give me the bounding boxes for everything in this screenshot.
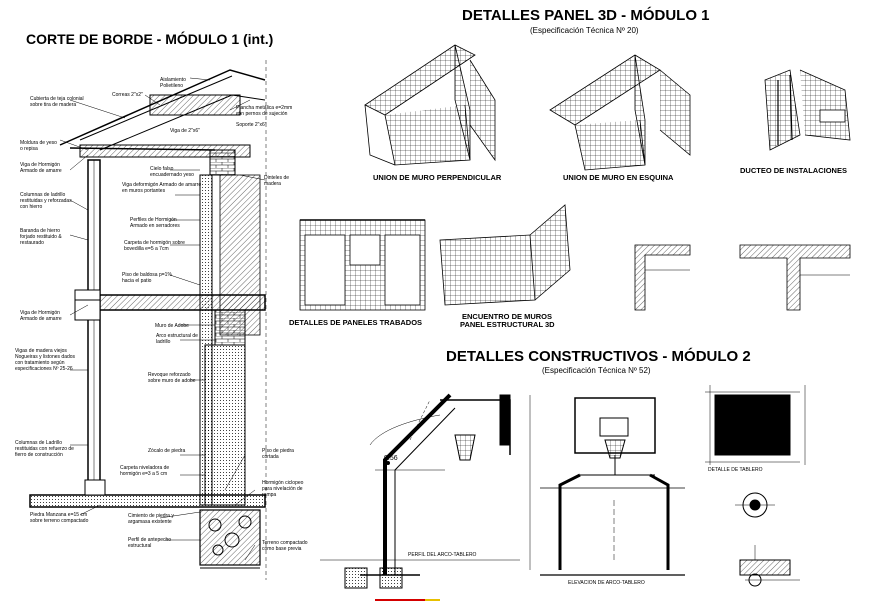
label-zocalo: Zócalo de piedra (148, 448, 186, 454)
label-carpeta: Carpeta de hormigón sobre bovedilla e=5 … (124, 240, 185, 252)
label-perfil-antepecho: Perfil de antepecho estructural (128, 537, 172, 549)
caption-encuentro-1: ENCUENTRO DE MUROS (462, 312, 553, 321)
constructivos-title: DETALLES CONSTRUCTIVOS - MÓDULO 2 (446, 348, 751, 365)
label-revoque: Revoque reforzado sobre muro de adobe (148, 372, 196, 384)
label-cielo-falso: Cielo falso encuadernado yeso (150, 166, 194, 178)
corte-de-borde-drawing (29, 60, 267, 580)
label-plancha: Plancha metálica e=2mm con pernos de suj… (236, 105, 293, 117)
caption-detalle-tablero: DETALLE DE TABLERO (708, 467, 763, 473)
label-columnas-2: Columnas de Ladrillo restituidas con ref… (15, 440, 74, 458)
caption-paneles-trabados: DETALLES DE PANELES TRABADOS (289, 318, 423, 327)
dimension-label: 0.56 (384, 455, 398, 462)
arco-tablero-perfil-drawing (320, 393, 520, 601)
panel-3d-title: DETALLES PANEL 3D - MÓDULO 1 (462, 7, 710, 24)
label-arco-estructural: Arco estructural de ladrillo (156, 333, 198, 345)
label-columnas-1: Columnas de ladrillo restituidas y refor… (20, 192, 72, 210)
caption-union-esquina: UNION DE MURO EN ESQUINA (563, 173, 674, 182)
label-viga-hormigon-2: Viga de Hormigón Armado de amarre (20, 310, 62, 322)
detalle-tablero-drawing (705, 385, 806, 587)
label-terreno: Terreno compactado como base previa (262, 540, 308, 552)
label-baranda: Baranda de hierro forjado restituido & r… (20, 228, 62, 246)
constructivos-spec: (Especificación Técnica Nº 52) (542, 366, 651, 375)
caption-encuentro-2: PANEL ESTRUCTURAL 3D (460, 320, 555, 329)
label-correas: Correas 2"x2" (112, 92, 143, 98)
label-cimiento: Cimiento de piedra y argamasa existente (128, 513, 174, 525)
arco-tablero-elevacion-drawing (529, 395, 685, 576)
caption-ducteo: DUCTEO DE INSTALACIONES (740, 166, 847, 175)
label-viga-hormigon-1: Viga de Hormigón Armado de amarre (20, 162, 62, 174)
label-perfiles: Perfiles de Hormigón Armado en serradore… (130, 217, 180, 229)
label-piso-baldosa: Piso de baldosa p=1% hacia el patio (122, 272, 172, 284)
label-hormigon-ciclopeo: Hormigón ciclopeo para nivelación de ram… (262, 480, 304, 498)
label-cubierta: Cubierta de teja colonial sobre tira de … (30, 96, 84, 108)
corte-de-borde-title: CORTE DE BORDE - MÓDULO 1 (int.) (26, 31, 274, 47)
label-piso-piedra: Piso de piedra cortada (262, 448, 294, 460)
label-soporte: Soporte 2"x6" (236, 122, 267, 128)
caption-union-perpendicular: UNION DE MURO PERPENDICULAR (373, 173, 502, 182)
label-aislamiento: Aislamiento Polietileno (160, 77, 186, 89)
caption-elevacion: ELEVACION DE ARCO-TABLERO (568, 580, 645, 586)
label-vigas-madera: Vigas de madera viejos Nogueiras y listo… (15, 348, 76, 372)
label-piedra-manzana: Piedra Manzana e=15 cm sobre terreno com… (30, 512, 89, 524)
label-dinteles: Dinteles de madera (264, 175, 290, 187)
label-viga-deformigon: Viga deformigón Armado de amarre en muro… (122, 182, 202, 194)
label-muro-adobe: Muro de Adobe (155, 323, 189, 329)
panel-3d-drawings (299, 44, 851, 311)
label-viga-madera: Viga de 2"x6" (170, 128, 200, 134)
panel-3d-spec: (Especificación Técnica Nº 20) (530, 26, 639, 35)
label-moldura: Moldura de yeso o repisa (20, 140, 57, 152)
label-carpeta-niveladora: Carpeta niveladora de hormigón e=3 a 5 c… (120, 465, 170, 477)
caption-perfil: PERFIL DEL ARCO-TABLERO (408, 552, 477, 558)
